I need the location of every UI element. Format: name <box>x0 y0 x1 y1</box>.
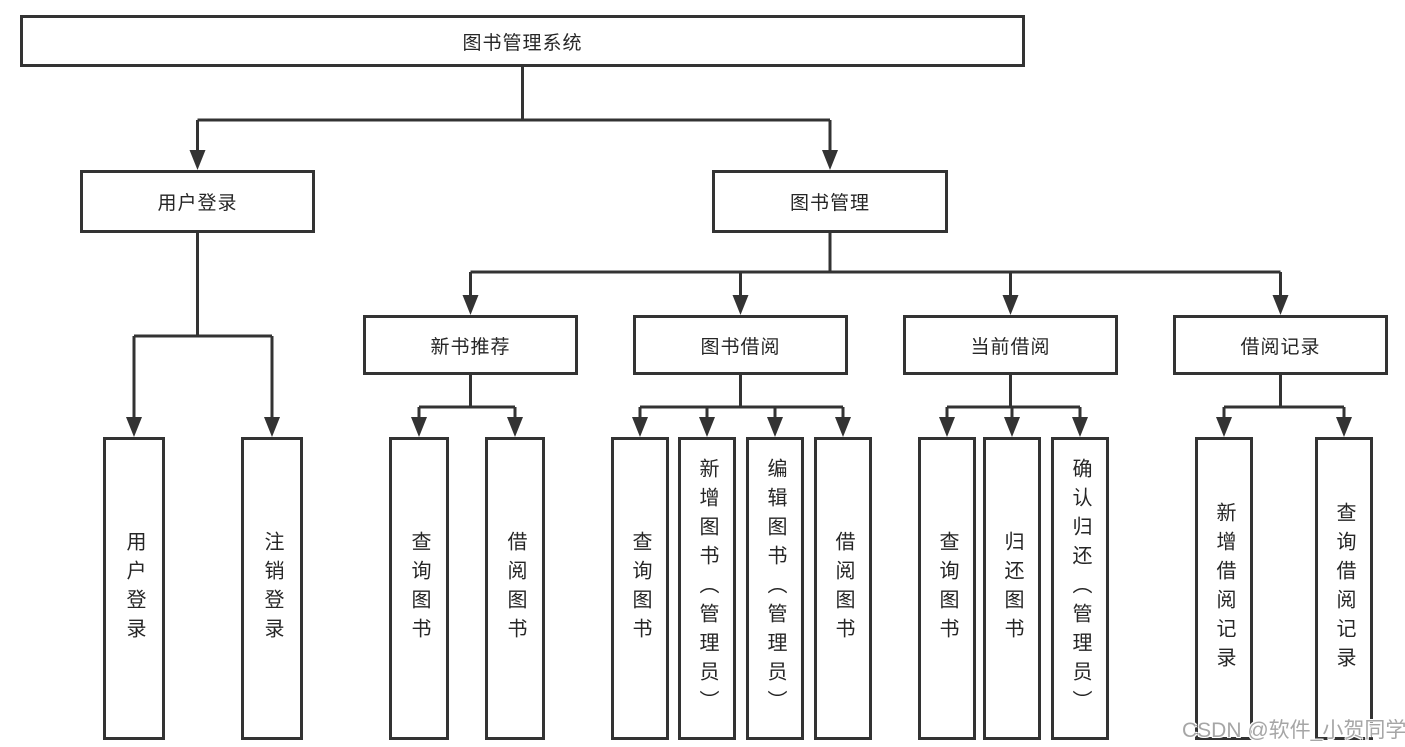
leaf-records-query: 查询借阅记录 <box>1315 437 1373 740</box>
leaf-current-query: 查询图书 <box>918 437 976 740</box>
leaf-current-confirm-label: 确认归还（管理员） <box>1069 458 1091 719</box>
node-user-login: 用户登录 <box>80 170 315 233</box>
leaf-logout: 注销登录 <box>241 437 303 740</box>
leaf-newbooks-query: 查询图书 <box>389 437 449 740</box>
leaf-records-add-label: 新增借阅记录 <box>1213 501 1235 676</box>
leaf-borrow-add-label: 新增图书（管理员） <box>696 458 718 719</box>
leaf-borrow-add: 新增图书（管理员） <box>678 437 736 740</box>
leaf-borrow-edit-label: 编辑图书（管理员） <box>764 458 786 719</box>
node-new-books: 新书推荐 <box>363 315 578 375</box>
node-new-books-label: 新书推荐 <box>430 336 511 358</box>
leaf-user-login-label: 用户登录 <box>123 530 145 647</box>
leaf-current-return-label: 归还图书 <box>1001 530 1023 647</box>
leaf-borrow-query-label: 查询图书 <box>629 530 651 647</box>
node-book-borrow: 图书借阅 <box>633 315 848 375</box>
node-borrow-records-label: 借阅记录 <box>1240 336 1321 358</box>
node-borrow-records: 借阅记录 <box>1173 315 1388 375</box>
leaf-records-add: 新增借阅记录 <box>1195 437 1253 740</box>
leaf-borrow-borrow-label: 借阅图书 <box>832 530 854 647</box>
leaf-user-login: 用户登录 <box>103 437 165 740</box>
leaf-current-confirm: 确认归还（管理员） <box>1051 437 1109 740</box>
leaf-borrow-borrow: 借阅图书 <box>814 437 872 740</box>
leaf-borrow-query: 查询图书 <box>611 437 669 740</box>
node-book-management: 图书管理 <box>712 170 948 233</box>
leaf-borrow-edit: 编辑图书（管理员） <box>746 437 804 740</box>
leaf-records-query-label: 查询借阅记录 <box>1333 501 1355 676</box>
csdn-watermark: CSDN @软件_小贺同学 <box>1182 719 1405 742</box>
node-book-borrow-label: 图书借阅 <box>700 336 781 358</box>
arrowheads <box>126 150 1352 437</box>
leaf-newbooks-query-label: 查询图书 <box>408 530 430 647</box>
node-root: 图书管理系统 <box>20 15 1025 67</box>
leaf-logout-label: 注销登录 <box>261 530 283 647</box>
node-current-borrow-label: 当前借阅 <box>970 336 1051 358</box>
node-current-borrow: 当前借阅 <box>903 315 1118 375</box>
leaf-current-return: 归还图书 <box>983 437 1041 740</box>
leaf-newbooks-borrow-label: 借阅图书 <box>504 530 526 647</box>
node-user-login-label: 用户登录 <box>157 193 238 214</box>
node-root-label: 图书管理系统 <box>462 32 583 54</box>
leaf-current-query-label: 查询图书 <box>936 530 958 647</box>
leaf-newbooks-borrow: 借阅图书 <box>485 437 545 740</box>
node-book-management-label: 图书管理 <box>789 193 870 214</box>
